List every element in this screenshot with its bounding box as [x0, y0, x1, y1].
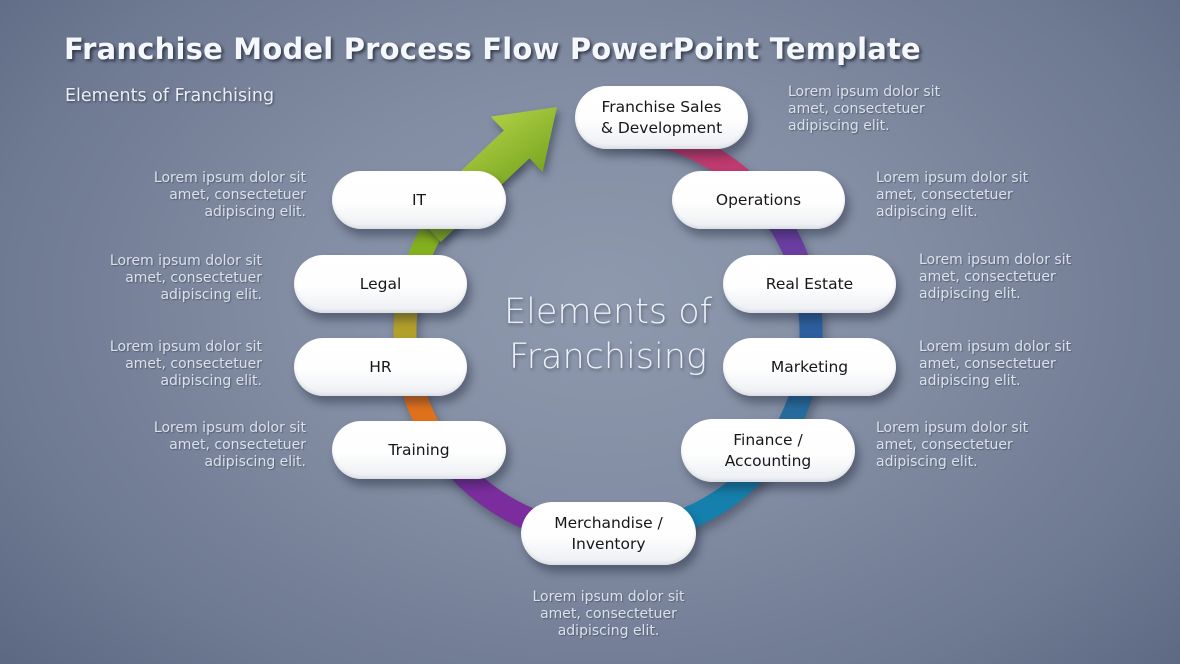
node-legal[interactable]: Legal: [294, 255, 467, 313]
node-franchise-sales-development[interactable]: Franchise Sales & Development: [575, 86, 748, 149]
node-training[interactable]: Training: [332, 421, 506, 479]
center-title: Elements of Franchising: [448, 290, 768, 380]
desc-real-estate: Lorem ipsum dolor sit amet, consectetuer…: [919, 252, 1072, 302]
node-real-estate[interactable]: Real Estate: [723, 255, 896, 313]
node-operations[interactable]: Operations: [672, 171, 845, 229]
node-hr[interactable]: HR: [294, 338, 467, 396]
desc-legal: Lorem ipsum dolor sit amet, consectetuer…: [109, 253, 262, 303]
slide-title: Franchise Model Process Flow PowerPoint …: [64, 32, 921, 66]
node-merchandise-inventory[interactable]: Merchandise / Inventory: [521, 502, 696, 565]
desc-operations: Lorem ipsum dolor sit amet, consectetuer…: [876, 170, 1029, 220]
desc-hr: Lorem ipsum dolor sit amet, consectetuer…: [109, 339, 262, 389]
node-marketing[interactable]: Marketing: [723, 338, 896, 396]
desc-finance-accounting: Lorem ipsum dolor sit amet, consectetuer…: [876, 420, 1029, 470]
desc-it: Lorem ipsum dolor sit amet, consectetuer…: [153, 170, 306, 220]
node-it[interactable]: IT: [332, 171, 506, 229]
node-finance-accounting[interactable]: Finance / Accounting: [681, 419, 855, 482]
desc-franchise-sales-development: Lorem ipsum dolor sit amet, consectetuer…: [788, 84, 941, 134]
desc-training: Lorem ipsum dolor sit amet, consectetuer…: [153, 420, 306, 470]
center-title-line2: Franchising: [509, 337, 707, 377]
slide-subtitle: Elements of Franchising: [65, 86, 275, 106]
center-title-line1: Elements of: [503, 292, 712, 332]
desc-marketing: Lorem ipsum dolor sit amet, consectetuer…: [919, 339, 1072, 389]
desc-merchandise-inventory: Lorem ipsum dolor sit amet, consectetuer…: [532, 589, 685, 639]
